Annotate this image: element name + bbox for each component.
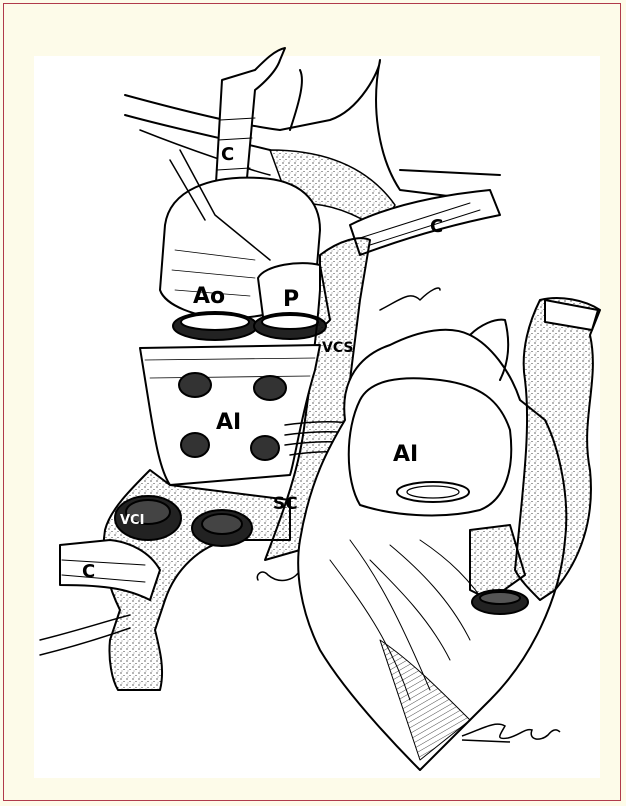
label-aorta: Ao — [193, 284, 225, 309]
label-vci: VCI — [120, 513, 144, 528]
label-atrium-right: AI — [393, 442, 418, 467]
label-clamp-right: C — [430, 216, 443, 237]
label-vcs: VCS — [322, 340, 353, 356]
label-clamp-left: C — [82, 561, 95, 582]
donor-aorta — [515, 298, 600, 600]
label-clamp-top: C — [221, 144, 234, 165]
label-pulmonary: P — [283, 287, 299, 312]
signature-icon — [462, 724, 560, 742]
label-sc: SC — [273, 494, 298, 514]
label-atrium-left: AI — [216, 410, 241, 435]
